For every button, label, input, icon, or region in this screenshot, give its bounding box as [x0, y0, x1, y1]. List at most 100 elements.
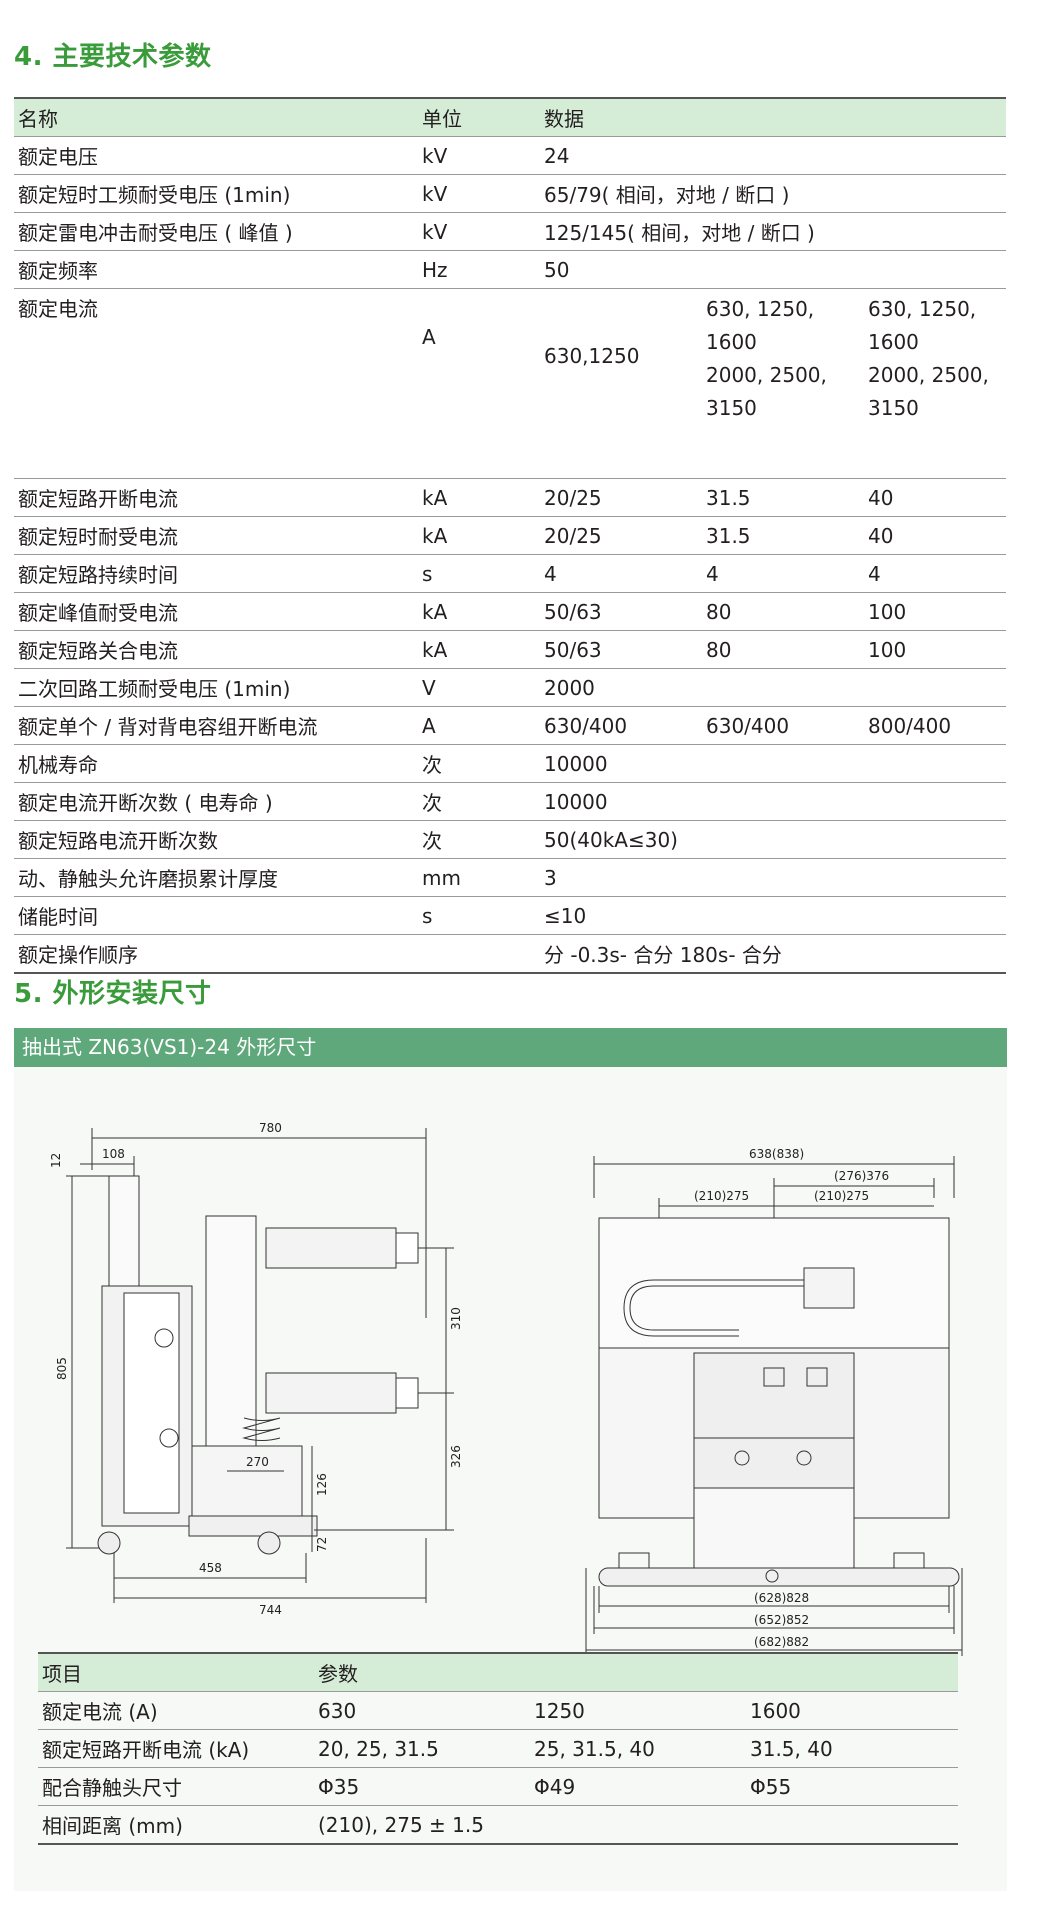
section-title-dimensions: 5. 外形安装尺寸 [14, 979, 212, 1009]
spec-unit: Hz [418, 250, 540, 289]
dim-label: 108 [102, 1147, 125, 1161]
spec-name: 额定短路开断电流 [14, 478, 418, 517]
dims-name: 额定短路开断电流 (kA) [38, 1729, 314, 1768]
spec-value-3: 40 [864, 478, 1006, 517]
dim-label: 72 [315, 1537, 329, 1552]
spec-unit: kA [418, 478, 540, 517]
spec-unit: kA [418, 630, 540, 669]
spec-value-2: 80 [702, 630, 864, 669]
spec-value: 20/25 [540, 516, 702, 555]
spec-unit: mm [418, 858, 540, 897]
spec-unit: s [418, 896, 540, 935]
dim-label: (210)275 [694, 1189, 749, 1203]
dim-label: 310 [449, 1307, 463, 1330]
table-row: 动、静触头允许磨损累计厚度 mm 3 [14, 858, 1006, 897]
dims-name: 相间距离 (mm) [38, 1805, 314, 1845]
contact-dimensions-table: 项目 参数 额定电流 (A) 630 1250 1600 额定短路开断电流 (k… [38, 1652, 958, 1845]
dim-label: 638(838) [749, 1147, 804, 1161]
spec-header-data: 数据 [540, 97, 1006, 137]
dim-label: (628)828 [754, 1591, 809, 1605]
dims-header-item: 项目 [38, 1652, 314, 1692]
table-row: 额定短路关合电流 kA 50/63 80 100 [14, 630, 1006, 669]
dims-value: 20, 25, 31.5 [314, 1729, 530, 1768]
dims-header-param: 参数 [314, 1652, 958, 1692]
spec-value-2: 630, 1250, 1600 2000, 2500, 3150 [702, 288, 864, 479]
dim-label: 458 [199, 1561, 222, 1575]
spec-unit: s [418, 554, 540, 593]
spec-value-2: 630/400 [702, 706, 864, 745]
spec-unit [418, 934, 540, 974]
spec-header-unit: 单位 [418, 97, 540, 137]
spec-value: 4 [540, 554, 702, 593]
spec-unit: kV [418, 174, 540, 213]
spec-value-2: 4 [702, 554, 864, 593]
table-row: 二次回路工频耐受电压 (1min) V 2000 [14, 668, 1006, 707]
spec-unit: kA [418, 592, 540, 631]
spec-value-line: 630, 1250, [868, 297, 977, 321]
dim-label: 780 [259, 1121, 282, 1135]
spec-value-line: 3150 [868, 396, 919, 420]
spec-unit: kV [418, 212, 540, 251]
spec-name: 额定雷电冲击耐受电压 ( 峰值 ) [14, 212, 418, 251]
spec-name: 额定短时工频耐受电压 (1min) [14, 174, 418, 213]
spec-value-2: 80 [702, 592, 864, 631]
spec-value-3: 630, 1250, 1600 2000, 2500, 3150 [864, 288, 1006, 479]
section-title-specs: 4. 主要技术参数 [14, 42, 212, 72]
spec-value: 3 [540, 858, 1006, 897]
spec-name: 额定峰值耐受电流 [14, 592, 418, 631]
spec-value-3: 4 [864, 554, 1006, 593]
table-row: 储能时间 s ≤10 [14, 896, 1006, 935]
spec-name: 额定短路电流开断次数 [14, 820, 418, 859]
spec-unit: A [418, 706, 540, 745]
spec-name: 储能时间 [14, 896, 418, 935]
spec-name: 额定电压 [14, 136, 418, 175]
table-row: 额定短路持续时间 s 4 4 4 [14, 554, 1006, 593]
spec-value-line: 2000, 2500, [706, 363, 827, 387]
spec-value-line: 2000, 2500, [868, 363, 989, 387]
spec-value: 24 [540, 136, 1006, 175]
spec-unit: kA [418, 516, 540, 555]
spec-value-line: 630, 1250, [706, 297, 815, 321]
spec-value-3: 100 [864, 630, 1006, 669]
table-row: 额定短路开断电流 kA 20/25 31.5 40 [14, 478, 1006, 517]
dim-label: 805 [55, 1357, 69, 1380]
table-row: 额定电压 kV 24 [14, 136, 1006, 175]
dims-value: Φ49 [530, 1767, 746, 1806]
spec-value: 630/400 [540, 706, 702, 745]
spec-name: 机械寿命 [14, 744, 418, 783]
spec-value: 50/63 [540, 592, 702, 631]
table-row: 相间距离 (mm) (210), 275 ± 1.5 [38, 1805, 958, 1845]
spec-unit: kV [418, 136, 540, 175]
spec-value-3: 100 [864, 592, 1006, 631]
table-row: 额定短时工频耐受电压 (1min) kV 65/79( 相间，对地 / 断口 ) [14, 174, 1006, 213]
spec-value: 10000 [540, 744, 1006, 783]
dims-name: 配合静触头尺寸 [38, 1767, 314, 1806]
spec-value: 50/63 [540, 630, 702, 669]
dims-value: Φ35 [314, 1767, 530, 1806]
spec-name: 额定频率 [14, 250, 418, 289]
table-row: 额定雷电冲击耐受电压 ( 峰值 ) kV 125/145( 相间，对地 / 断口… [14, 212, 1006, 251]
spec-value-line: 1600 [706, 330, 757, 354]
dim-label: (210)275 [814, 1189, 869, 1203]
spec-name: 二次回路工频耐受电压 (1min) [14, 668, 418, 707]
dims-header-row: 项目 参数 [38, 1652, 958, 1692]
dims-value: 1250 [530, 1691, 746, 1730]
table-row: 配合静触头尺寸 Φ35 Φ49 Φ55 [38, 1767, 958, 1806]
spec-unit: 次 [418, 782, 540, 821]
dim-label: 12 [49, 1153, 63, 1168]
table-row: 额定短时耐受电流 kA 20/25 31.5 40 [14, 516, 1006, 555]
panel-header: 抽出式 ZN63(VS1)-24 外形尺寸 [14, 1028, 1007, 1067]
table-row: 额定电流 A 630,1250 630, 1250, 1600 2000, 25… [14, 288, 1006, 479]
spec-name: 动、静触头允许磨损累计厚度 [14, 858, 418, 897]
table-row: 额定电流 (A) 630 1250 1600 [38, 1691, 958, 1730]
spec-header-row: 名称 单位 数据 [14, 97, 1006, 137]
dims-value: (210), 275 ± 1.5 [314, 1805, 958, 1845]
dims-name: 额定电流 (A) [38, 1691, 314, 1730]
spec-value-2: 31.5 [702, 516, 864, 555]
spec-value: 10000 [540, 782, 1006, 821]
spec-value-line: 1600 [868, 330, 919, 354]
spec-table: 名称 单位 数据 额定电压 kV 24 额定短时工频耐受电压 (1min) kV… [14, 97, 1006, 974]
table-row: 额定单个 / 背对背电容组开断电流 A 630/400 630/400 800/… [14, 706, 1006, 745]
spec-unit: V [418, 668, 540, 707]
dims-value: 630 [314, 1691, 530, 1730]
